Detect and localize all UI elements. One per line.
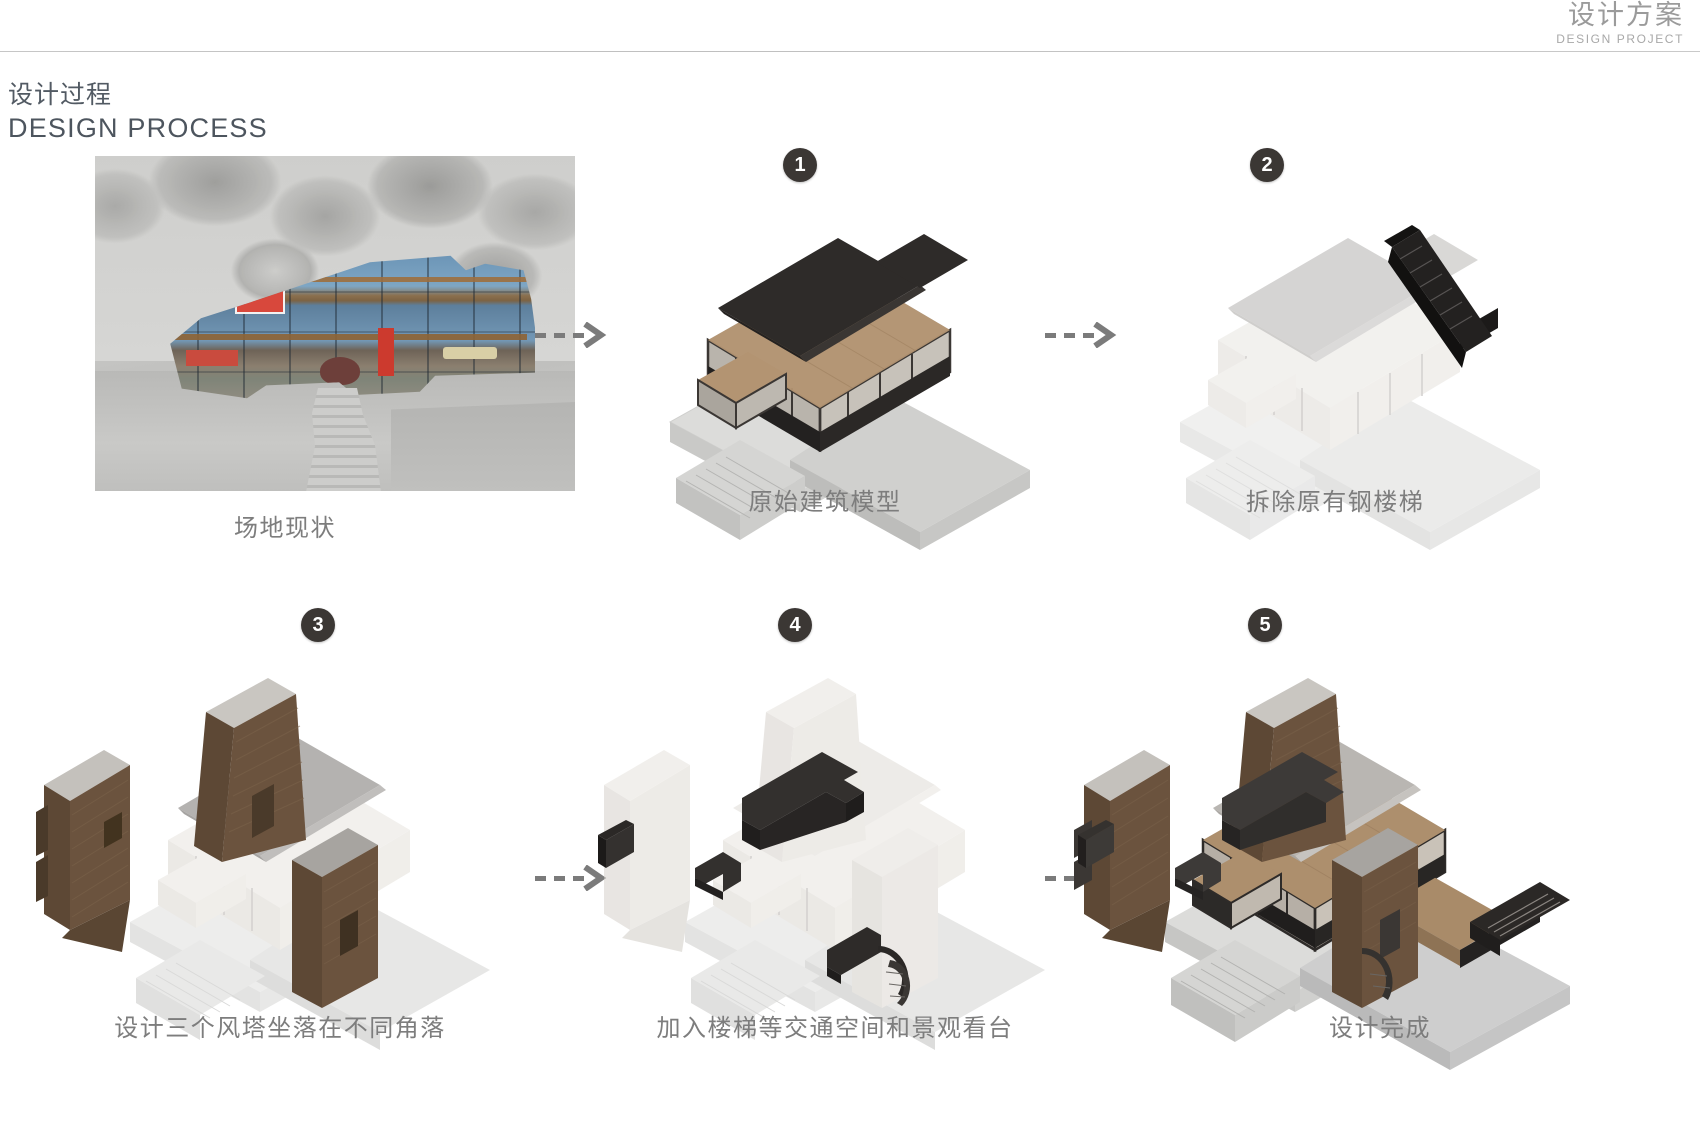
- step-caption-site: 场地现状: [234, 515, 336, 542]
- header-title-block: 设计方案 DESIGN PROJECT: [1556, 0, 1684, 46]
- axon-model-demolish-stair: [1100, 140, 1570, 560]
- dashed-arrow-icon-3: [535, 864, 613, 892]
- arrow-head-3: [581, 864, 609, 892]
- slatted-deck-right: [1470, 882, 1570, 956]
- step-panel-1[interactable]: 1: [590, 140, 1060, 560]
- step-number-badge-2: 2: [1250, 148, 1284, 182]
- step-caption-2: 拆除原有钢楼梯: [1245, 489, 1425, 516]
- viewing-platform-black: [742, 752, 864, 850]
- annex-volume: [697, 352, 787, 430]
- step-number-badge-5: 5: [1248, 608, 1282, 642]
- step-panel-4[interactable]: 4: [590, 600, 1080, 1080]
- plaza-cutout: [391, 401, 575, 491]
- step-panel-5[interactable]: 5: [1070, 600, 1690, 1080]
- arrow-dash-4: [1045, 876, 1095, 881]
- page-header: 设计方案 DESIGN PROJECT: [0, 0, 1700, 52]
- wind-tower-center: [194, 678, 306, 862]
- lower-landing-black: [827, 927, 881, 984]
- page-title-en: DESIGN PROCESS: [8, 113, 268, 143]
- arrow-dash-2: [1045, 333, 1095, 338]
- arrow-head-1: [581, 321, 609, 349]
- shop-banner-red: [377, 327, 394, 376]
- axon-model-original: [590, 140, 1060, 560]
- step-number-badge-4: 4: [778, 608, 812, 642]
- wood-frame-lower: [170, 334, 528, 341]
- header-divider: [0, 51, 1700, 52]
- shop-sign-red-b: [185, 350, 238, 367]
- dashed-arrow-icon-2: [1045, 321, 1123, 349]
- step-caption-5: 设计完成: [1329, 1015, 1431, 1042]
- roof-balcony-notch: [695, 852, 741, 900]
- step-caption-4: 加入楼梯等交通空间和景观看台: [656, 1015, 1014, 1042]
- page-title: 设计过程 DESIGN PROCESS: [8, 83, 268, 142]
- left-tower-stair-final: [1078, 820, 1114, 868]
- wind-tower-left: [36, 750, 130, 952]
- header-title-en: DESIGN PROJECT: [1556, 32, 1684, 46]
- arrow-dash-3: [535, 876, 585, 881]
- viewing-platform-final: [1222, 752, 1344, 850]
- spiral-stair-black: [878, 945, 911, 1006]
- step-panel-3[interactable]: 3: [0, 600, 560, 1080]
- wood-frame-upper: [170, 276, 528, 282]
- entry-stair-5: [1171, 940, 1300, 1042]
- step-caption-3: 设计三个风塔坐落在不同角落: [114, 1015, 446, 1042]
- step-number-badge-1: 1: [783, 148, 817, 182]
- faded-base-model-4: [604, 678, 1045, 1050]
- page-title-cn: 设计过程: [8, 81, 113, 109]
- left-tower-stair-black: [598, 820, 634, 868]
- step-number-badge-3: 3: [301, 608, 335, 642]
- wind-tower-right-5: [1332, 828, 1418, 1008]
- axon-model-wind-towers: [0, 600, 560, 1080]
- axon-model-final: [1070, 600, 1690, 1080]
- steel-stair-highlight: [1384, 225, 1498, 368]
- spiral-stair-final: [1362, 947, 1393, 1000]
- arrow-dash-1: [535, 333, 585, 338]
- shrub: [319, 356, 360, 385]
- step-panel-2[interactable]: 2: [1100, 140, 1570, 560]
- market-awning: [442, 347, 497, 359]
- step-caption-1: 原始建筑模型: [748, 489, 902, 516]
- dashed-arrow-icon-1: [535, 321, 613, 349]
- step-panel-site-photo[interactable]: 场地现状: [0, 140, 575, 560]
- dark-gable-roof: [718, 234, 968, 362]
- axon-model-circulation: [590, 600, 1080, 1080]
- header-title-cn: 设计方案: [1568, 0, 1684, 30]
- process-board: 场地现状 1: [0, 140, 1700, 1139]
- faded-base-model: [1180, 234, 1540, 550]
- entry-stair: [676, 440, 805, 540]
- roof-balcony-notch-5: [1175, 852, 1221, 900]
- arrow-head-2: [1091, 321, 1119, 349]
- site-photo: [95, 156, 575, 491]
- wind-tower-right: [292, 828, 378, 1008]
